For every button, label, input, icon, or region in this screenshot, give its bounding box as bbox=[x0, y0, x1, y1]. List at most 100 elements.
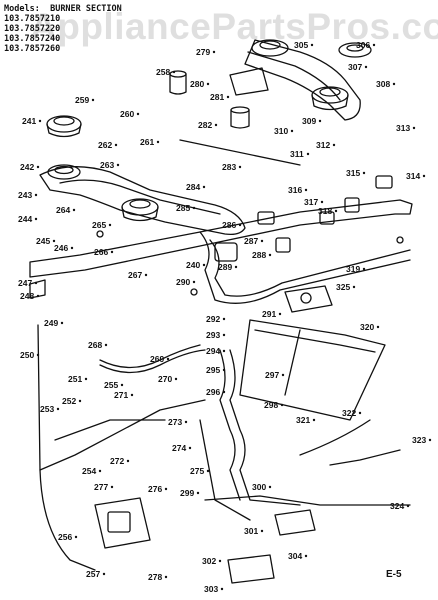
part-number-label: 250 bbox=[20, 350, 34, 360]
part-number-label: 312 bbox=[316, 140, 330, 150]
leader-dot bbox=[192, 206, 196, 210]
part-number-label: 274 bbox=[172, 443, 186, 453]
leader-dot bbox=[212, 50, 216, 54]
part-number-label: 277 bbox=[94, 482, 108, 492]
model-number: 103.7857240 bbox=[4, 34, 61, 44]
leader-dot bbox=[98, 469, 102, 473]
leader-dot bbox=[238, 165, 242, 169]
part-number-label: 301 bbox=[244, 526, 258, 536]
leader-dot bbox=[192, 280, 196, 284]
part-number-label: 286 bbox=[222, 220, 236, 230]
leader-dot bbox=[108, 223, 112, 227]
part-number-label: 260 bbox=[120, 109, 134, 119]
part-number-label: 244 bbox=[18, 214, 32, 224]
leader-dot bbox=[406, 504, 410, 508]
leader-dot bbox=[78, 399, 82, 403]
part-number-label: 276 bbox=[148, 484, 162, 494]
part-number-label: 247 bbox=[18, 278, 32, 288]
bracket-plate bbox=[229, 67, 269, 96]
part-number-label: 265 bbox=[92, 220, 106, 230]
leader-dot bbox=[320, 200, 324, 204]
left-front-burner-head bbox=[47, 164, 81, 180]
part-number-label: 278 bbox=[148, 572, 162, 582]
part-number-label: 295 bbox=[206, 365, 220, 375]
leader-dot bbox=[91, 98, 95, 102]
leader-dot bbox=[114, 143, 118, 147]
part-number-label: 253 bbox=[40, 404, 54, 414]
leader-dot bbox=[52, 239, 56, 243]
leader-dot bbox=[358, 411, 362, 415]
leader-dot bbox=[268, 253, 272, 257]
leader-dot bbox=[278, 312, 282, 316]
leader-dot bbox=[202, 185, 206, 189]
part-number-label: 243 bbox=[18, 190, 32, 200]
part-number-label: 284 bbox=[186, 182, 200, 192]
right-rear-burner-head bbox=[251, 39, 289, 57]
part-number-label: 293 bbox=[206, 330, 220, 340]
left-burner-arm bbox=[39, 166, 246, 236]
leader-dot bbox=[144, 273, 148, 277]
part-number-label: 306 bbox=[356, 40, 370, 50]
part-number-label: 279 bbox=[196, 47, 210, 57]
leader-dot bbox=[206, 82, 210, 86]
leader-dot bbox=[110, 250, 114, 254]
part-number-label: 245 bbox=[36, 236, 50, 246]
leader-dot bbox=[120, 383, 124, 387]
leader-dot bbox=[412, 126, 416, 130]
part-number-label: 289 bbox=[218, 262, 232, 272]
leader-dot bbox=[222, 333, 226, 337]
part-number-label: 294 bbox=[206, 346, 220, 356]
part-number-label: 267 bbox=[128, 270, 142, 280]
part-number-label: 297 bbox=[265, 370, 279, 380]
leader-dot bbox=[220, 587, 224, 591]
leader-dot bbox=[214, 123, 218, 127]
model-number: 103.7857220 bbox=[4, 24, 61, 34]
part-number-label: 321 bbox=[296, 415, 310, 425]
leader-dot bbox=[102, 572, 106, 576]
leader-dot bbox=[280, 403, 284, 407]
part-number-label: 316 bbox=[288, 185, 302, 195]
part-number-label: 302 bbox=[202, 556, 216, 566]
part-number-label: 252 bbox=[62, 396, 76, 406]
leader-dot bbox=[422, 174, 426, 178]
leader-dot bbox=[222, 317, 226, 321]
part-number-label: 275 bbox=[190, 466, 204, 476]
leader-dot bbox=[38, 119, 42, 123]
leader-dot bbox=[392, 82, 396, 86]
leader-dot bbox=[164, 575, 168, 579]
leader-dot bbox=[268, 485, 272, 489]
leader-dot bbox=[281, 373, 285, 377]
leader-dot bbox=[72, 208, 76, 212]
part-number-label: 298 bbox=[264, 400, 278, 410]
leader-dot bbox=[184, 420, 188, 424]
part-number-label: 272 bbox=[110, 456, 124, 466]
leader-dot bbox=[260, 239, 264, 243]
leader-dot bbox=[222, 390, 226, 394]
part-number-label: 282 bbox=[198, 120, 212, 130]
part-number-label: 261 bbox=[140, 137, 154, 147]
leader-dot bbox=[376, 325, 380, 329]
part-number-label: 322 bbox=[342, 408, 356, 418]
leader-dot bbox=[110, 485, 114, 489]
leader-dot bbox=[166, 357, 170, 361]
leader-dot bbox=[36, 294, 40, 298]
model-number: 103.7857210 bbox=[4, 14, 61, 24]
part-number-label: 325 bbox=[336, 282, 350, 292]
part-labels: 2402412422432442452462472482492502512522… bbox=[18, 40, 432, 594]
part-number-label: 281 bbox=[210, 92, 224, 102]
leader-dot bbox=[290, 129, 294, 133]
part-number-label: 249 bbox=[44, 318, 58, 328]
leader-dot bbox=[222, 349, 226, 353]
oven-thermostat bbox=[94, 497, 151, 549]
models-label: Models: bbox=[4, 4, 40, 14]
leader-dot bbox=[156, 140, 160, 144]
leader-dot bbox=[34, 217, 38, 221]
part-number-label: 291 bbox=[262, 309, 276, 319]
part-number-label: 307 bbox=[348, 62, 362, 72]
right-burner-arm bbox=[244, 39, 361, 121]
leader-dot bbox=[222, 368, 226, 372]
leader-dot bbox=[362, 267, 366, 271]
part-number-label: 303 bbox=[204, 584, 218, 594]
